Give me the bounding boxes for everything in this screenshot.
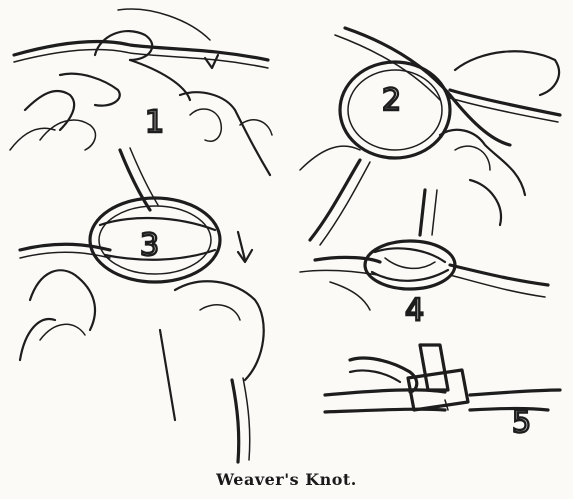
step-5-label: 5	[512, 405, 531, 440]
step-1-panel: 1	[10, 9, 272, 175]
step-2-panel: 2	[300, 28, 560, 245]
step-3-panel: 3	[20, 148, 264, 462]
step-3-label: 3	[140, 228, 159, 263]
step-5-panel: 5	[325, 345, 560, 440]
figure-caption: Weaver's Knot.	[0, 470, 573, 489]
step-2-label: 2	[382, 83, 401, 118]
step-1-label: 1	[145, 105, 164, 140]
step-4-label: 4	[405, 293, 424, 328]
step-4-panel: 4	[300, 190, 548, 328]
